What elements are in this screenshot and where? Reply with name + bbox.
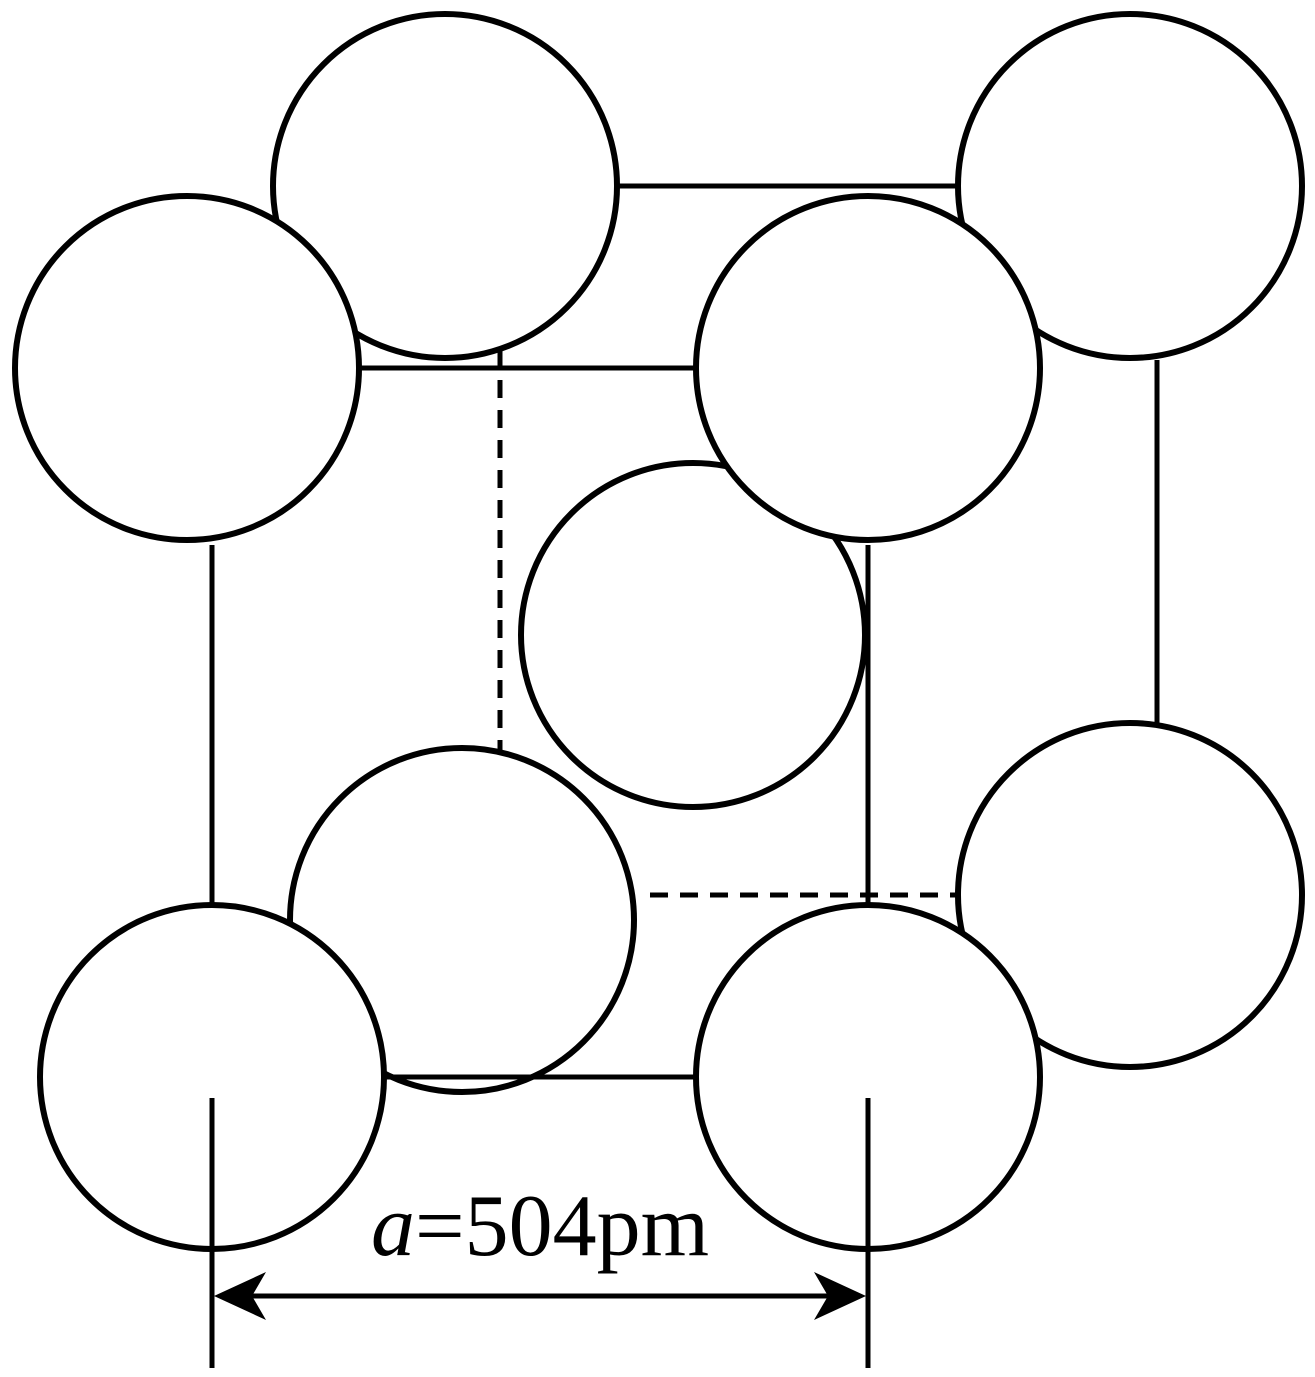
lattice-parameter-symbol: a	[371, 1178, 415, 1275]
atom-back-bottom-right	[955, 720, 1305, 1070]
atom-back-top-left	[270, 11, 620, 361]
lattice-parameter-label: a=504pm	[371, 1178, 709, 1275]
atom-front-top-right	[693, 193, 1043, 543]
atom-back-top-right	[955, 11, 1305, 361]
atom-center	[518, 460, 868, 810]
atom-front-top-left	[12, 193, 362, 543]
dimension-arrowhead-left	[214, 1272, 266, 1320]
front-face-edges	[209, 365, 871, 905]
lattice-parameter-value: =504pm	[415, 1178, 709, 1275]
atom-back-bottom-left	[287, 745, 637, 1095]
lattice-dimension: a=504pm	[209, 1098, 871, 1368]
dimension-arrowhead-right	[814, 1272, 866, 1320]
